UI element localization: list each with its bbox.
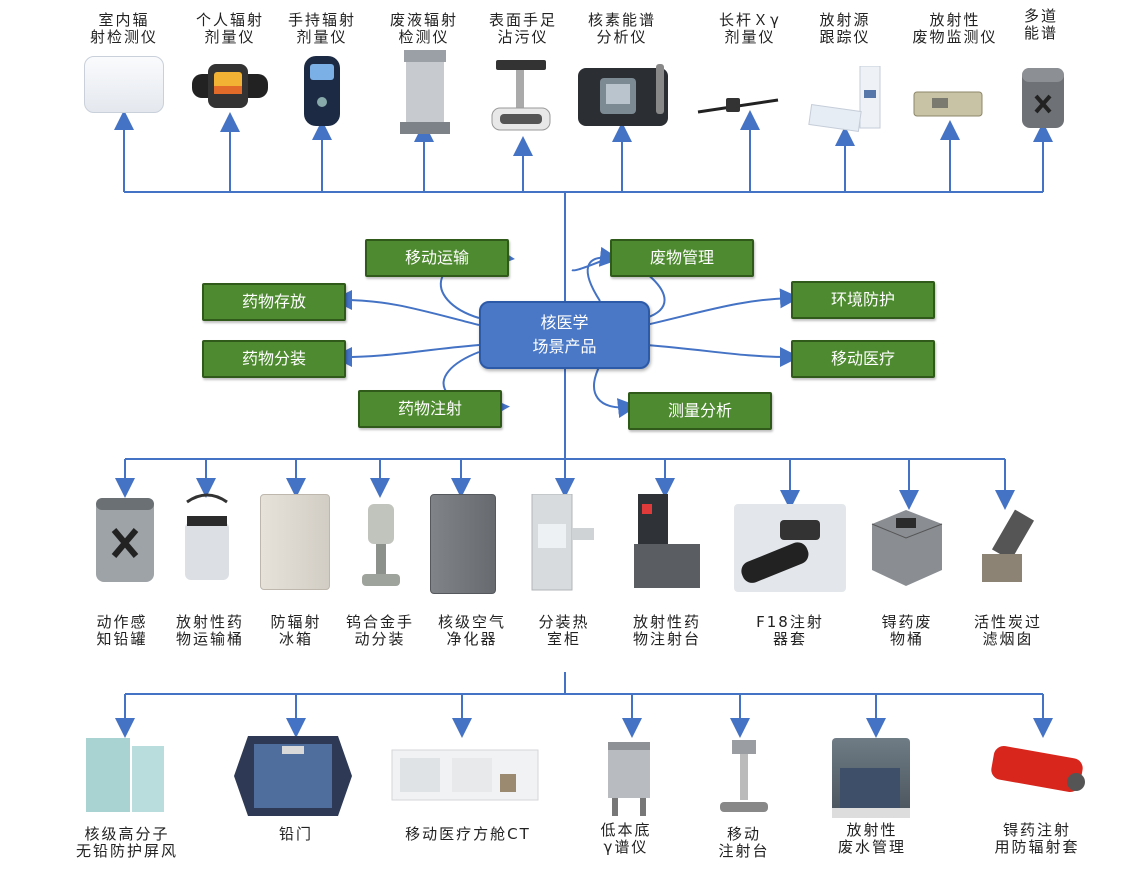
- category-environment-protection: 环境防护: [791, 281, 935, 319]
- radiation-proof-fridge-image: [260, 494, 330, 590]
- tc-waste-bucket-image: [866, 504, 948, 590]
- product-label-multichannel-spectrometer: 多道 能谱: [1023, 7, 1058, 42]
- motion-sensing-lead-can-image: [92, 494, 158, 586]
- product-label-nuclide-spectrum-analyzer: 核素能谱 分析仪: [587, 11, 656, 46]
- radioactive-waste-monitor-image: [910, 86, 986, 122]
- product-label-radiation-proof-fridge: 防辐射 冰箱: [270, 613, 322, 648]
- drug-injection-table-image: [628, 494, 706, 592]
- polymer-shield-screen-image: [84, 736, 166, 814]
- center-node-nuclear-medicine: 核医学 场景产品: [479, 301, 650, 369]
- f18-syringe-shield-image: [734, 504, 846, 592]
- product-label-personal-dosimeter: 个人辐射 剂量仪: [195, 11, 264, 46]
- product-label-liquid-waste-detector: 废液辐射 检测仪: [389, 11, 458, 46]
- product-label-nuclear-air-purifier: 核级空气 净化器: [437, 613, 506, 648]
- product-label-drug-injection-table: 放射性药 物注射台: [632, 613, 701, 648]
- product-label-indoor-radiation-detector: 室内辐 射检测仪: [89, 11, 158, 46]
- dispensing-hot-cell-image: [524, 493, 600, 592]
- liquid-waste-detector-image: [396, 50, 454, 134]
- center-line-1: 核医学: [540, 313, 589, 332]
- product-label-long-rod-dosimeter: 长杆Ｘγ 剂量仪: [719, 11, 781, 46]
- product-label-drug-transport-bucket: 放射性药 物运输桶: [175, 613, 244, 648]
- product-label-lead-door: 铅门: [278, 825, 313, 843]
- product-label-polymer-shield-screen: 核级高分子 无铅防护屏风: [75, 825, 178, 860]
- nuclide-spectrum-analyzer-image: [578, 64, 668, 130]
- product-label-low-background-spectrometer: 低本底 γ谱仪: [600, 821, 652, 856]
- product-label-handheld-dosimeter: 手持辐射 剂量仪: [287, 11, 356, 46]
- handheld-dosimeter-image: [302, 56, 342, 126]
- multichannel-spectrometer-image: [1020, 66, 1066, 130]
- indoor-detector-image: [84, 56, 164, 113]
- mobile-injection-table-image: [712, 738, 774, 818]
- nuclear-air-purifier-image: [430, 494, 496, 594]
- product-label-surface-contamination-monitor: 表面手足 沾污仪: [488, 11, 557, 46]
- product-label-radioactive-wastewater: 放射性 废水管理: [837, 821, 906, 856]
- category-waste-management: 废物管理: [610, 239, 754, 277]
- product-label-dispensing-hot-cell: 分装热 室柜: [538, 613, 590, 648]
- tc-injection-shield-image: [982, 738, 1092, 802]
- product-label-tc-waste-bucket: 锝药废 物桶: [881, 613, 933, 648]
- category-mobile-transport: 移动运输: [365, 239, 509, 277]
- drug-transport-bucket-image: [177, 492, 237, 584]
- radioactive-wastewater-image: [832, 738, 910, 818]
- lead-door-image: [234, 736, 352, 816]
- long-rod-dosimeter-image: [696, 90, 780, 124]
- product-label-tc-injection-shield: 锝药注射 用防辐射套: [994, 821, 1080, 856]
- product-label-radioactive-waste-monitor: 放射性 废物监测仪: [912, 11, 998, 46]
- low-background-spectrometer-image: [598, 738, 660, 818]
- source-tracker-image: [808, 65, 884, 132]
- category-drug-storage: 药物存放: [202, 283, 346, 321]
- category-measurement-analysis: 测量分析: [628, 392, 772, 430]
- category-drug-injection: 药物注射: [358, 390, 502, 428]
- surface-contamination-monitor-image: [486, 58, 556, 134]
- product-label-mobile-injection-table: 移动 注射台: [718, 825, 770, 860]
- tungsten-manual-dispenser-image: [356, 494, 406, 590]
- center-line-2: 场景产品: [532, 337, 597, 356]
- product-label-tungsten-manual-dispenser: 钨合金手 动分装: [345, 613, 414, 648]
- carbon-filter-chimney-image: [972, 504, 1042, 590]
- category-drug-dispensing: 药物分装: [202, 340, 346, 378]
- category-mobile-medical: 移动医疗: [791, 340, 935, 378]
- personal-dosimeter-image: [192, 58, 268, 114]
- product-label-source-tracker: 放射源 跟踪仪: [819, 11, 871, 46]
- product-label-carbon-filter-chimney: 活性炭过 滤烟囱: [973, 613, 1042, 648]
- product-label-f18-syringe-shield: F18注射 器套: [756, 613, 824, 648]
- mobile-ct-cabin-image: [390, 744, 540, 804]
- product-label-mobile-ct-cabin: 移动医疗方舱CT: [405, 825, 531, 843]
- product-label-motion-sensing-lead-can: 动作感 知铅罐: [96, 613, 148, 648]
